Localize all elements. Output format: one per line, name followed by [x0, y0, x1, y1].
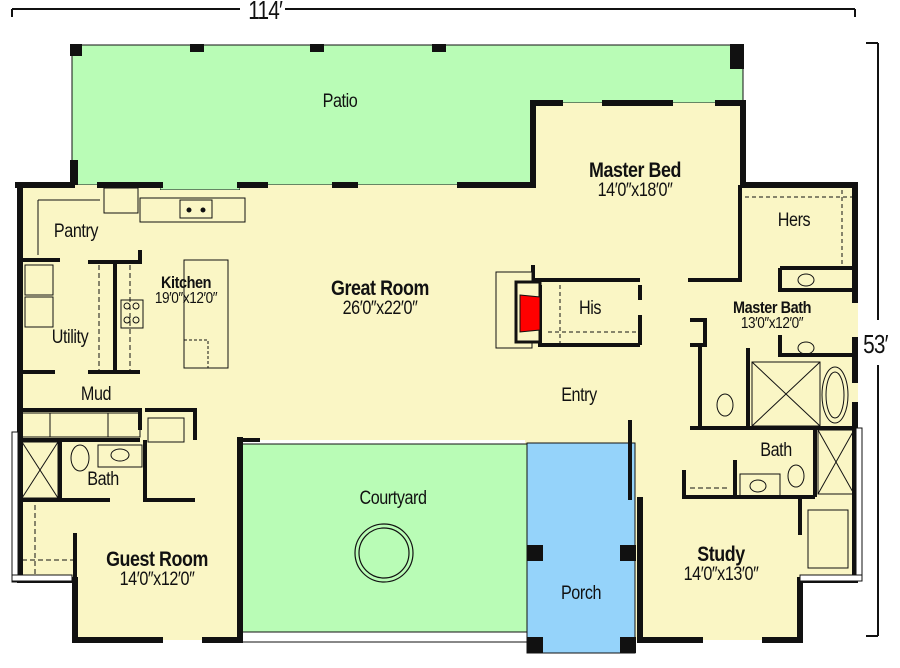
room-name: Master Bath — [732, 298, 812, 317]
room-dimensions: 19′0″x12′0″ — [154, 290, 218, 307]
range-icon — [120, 299, 144, 329]
room-label-mud: Mud — [78, 385, 113, 404]
room-name: Patio — [322, 91, 358, 112]
room-name: Guest Room — [106, 548, 208, 571]
room-name: Mud — [80, 384, 112, 405]
room-label-guest-room: Guest Room 14′0″x12′0″ — [97, 549, 217, 589]
hatched-walls — [11, 427, 863, 583]
room-label-utility: Utility — [49, 328, 92, 347]
room-label-guest-bath: Bath — [84, 470, 121, 489]
room-label-kitchen: Kitchen 19′0″x12′0″ — [149, 274, 222, 307]
toilet-icon — [787, 464, 805, 488]
room-name: Study — [697, 543, 745, 566]
bathtub-icon — [821, 366, 849, 424]
room-name: Bath — [760, 440, 792, 461]
room-label-master-bath: Master Bath 13′0″x12′0″ — [726, 299, 818, 332]
shower-icon — [21, 441, 59, 499]
room-label-study-bath: Bath — [757, 441, 794, 460]
interior-walls — [20, 185, 855, 580]
fire-icon — [519, 294, 541, 333]
mud-bench — [21, 412, 185, 443]
fountain-icon — [354, 523, 414, 583]
kitchen-fixtures — [24, 187, 246, 370]
room-label-great-room: Great Room 26′0″x22′0″ — [322, 278, 437, 318]
master-bath-fixtures — [716, 273, 849, 427]
room-name: Pantry — [53, 221, 99, 242]
room-dimensions: 13′0″x12′0″ — [740, 315, 804, 332]
sink-icon — [797, 341, 815, 355]
courtyard-area — [237, 443, 529, 643]
room-name: Great Room — [331, 277, 429, 300]
room-name: Master Bed — [589, 159, 681, 182]
room-name: Hers — [777, 210, 811, 231]
fireplace — [495, 271, 542, 349]
dimension-line-depth — [866, 42, 879, 637]
room-label-pantry: Pantry — [50, 222, 102, 241]
overall-width-label: 114′ — [248, 0, 283, 25]
porch-area — [526, 442, 636, 654]
shower-icon — [751, 361, 821, 427]
washer-icon — [24, 264, 54, 296]
sink-icon — [179, 199, 213, 219]
room-label-patio: Patio — [320, 92, 361, 111]
room-name: Entry — [561, 385, 597, 406]
interior-floor — [18, 103, 858, 640]
room-dimensions: 26′0″x22′0″ — [342, 298, 418, 319]
room-name: Porch — [560, 583, 602, 604]
toilet-icon — [716, 393, 734, 417]
room-name: Utility — [51, 327, 89, 348]
kitchen-counter — [139, 197, 246, 223]
room-name: His — [578, 298, 602, 319]
toilet-icon — [70, 444, 90, 472]
room-label-hers: Hers — [775, 211, 813, 230]
dimension-line-width — [11, 8, 856, 17]
kitchen-island — [183, 259, 229, 369]
sink-icon — [797, 273, 815, 287]
room-label-master-bed: Master Bed 14′0″x18′0″ — [581, 160, 689, 200]
shower-icon — [817, 429, 855, 495]
room-name: Courtyard — [359, 488, 427, 509]
overall-depth-label: 53′ — [863, 329, 888, 359]
sink-icon — [749, 479, 767, 493]
room-name: Bath — [87, 469, 119, 490]
room-label-entry: Entry — [558, 386, 600, 405]
room-name: Kitchen — [160, 273, 212, 292]
guest-bath-fixtures — [21, 441, 143, 575]
room-label-his: His — [577, 299, 603, 318]
room-label-study: Study 14′0″x13′0″ — [677, 544, 765, 584]
room-label-courtyard: Courtyard — [354, 489, 433, 508]
dryer-icon — [24, 296, 54, 328]
room-dimensions: 14′0″x18′0″ — [597, 180, 673, 201]
room-dimensions: 14′0″x13′0″ — [683, 564, 759, 585]
sink-icon — [110, 448, 130, 462]
study-bath-fixtures — [690, 429, 855, 569]
room-dimensions: 14′0″x12′0″ — [119, 569, 195, 590]
room-label-porch: Porch — [557, 584, 604, 603]
